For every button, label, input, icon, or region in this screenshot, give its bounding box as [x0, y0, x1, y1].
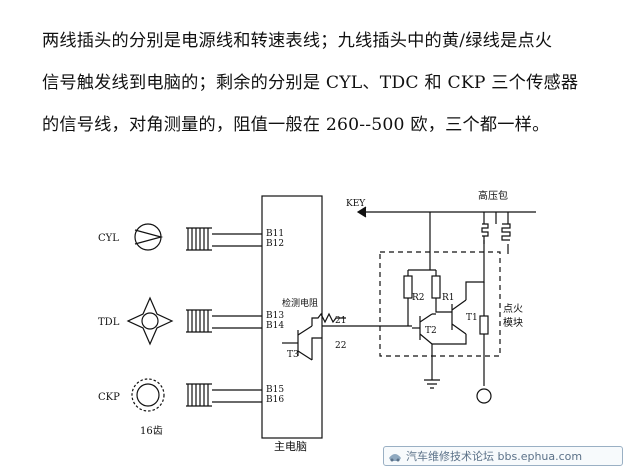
t3-transistor: [282, 325, 313, 361]
t1-transistor: [451, 299, 467, 335]
detection-resistor: [311, 312, 346, 326]
ckp-pickup-coil: [186, 383, 212, 407]
tdl-pickup-coil: [186, 309, 212, 333]
tdl-label: TDL: [98, 317, 120, 328]
t2-transistor: [412, 313, 433, 345]
pin-b13-label: B13: [266, 311, 284, 321]
forum-logo-icon: [389, 454, 401, 462]
ignition-coil-symbol: [481, 212, 511, 254]
cyl-pickup-coil: [186, 227, 212, 251]
pin-22-label: 22: [335, 341, 346, 351]
ckp-signal-wires: [212, 389, 262, 403]
t2-label: T2: [425, 326, 437, 336]
pin-21-label: 21: [335, 316, 346, 326]
r1-resistor: [431, 275, 441, 299]
cyl-label: CYL: [98, 233, 119, 244]
coil-label: 高压包: [478, 189, 508, 202]
pin-b12-label: B12: [266, 239, 284, 249]
pin-b16-label: B16: [266, 395, 284, 405]
r1-label: R1: [442, 293, 455, 303]
ignition-module-label-line1: 点火: [503, 303, 523, 315]
forum-watermark: 汽车维修技术论坛 bbs.ephua.com: [383, 446, 623, 466]
pin-b15-label: B15: [266, 385, 284, 395]
detection-resistor-label: 检测电阻: [282, 297, 318, 309]
t3-label: T3: [287, 350, 299, 360]
ecu-label: 主电脑: [274, 440, 307, 453]
module-output-resistor: [479, 315, 489, 335]
ckp-sensor-symbol: [131, 378, 165, 412]
key-label: KEY: [346, 199, 366, 209]
paragraph-line-3: 的信号线，对角测量的，阻值一般在 260--500 欧，三个都一样。: [42, 115, 550, 135]
r2-resistor: [403, 275, 413, 299]
t1-label: T1: [466, 313, 478, 323]
ground-ref-wire: [311, 337, 322, 360]
paragraph-line-2: 信号触发线到电脑的；剩余的分别是 CYL、TDC 和 CKP 三个传感器: [42, 73, 579, 93]
tdl-signal-wires: [212, 315, 262, 329]
spark-plug-symbol: [476, 388, 492, 404]
cyl-signal-wires: [212, 233, 262, 247]
module-ground-symbol: [424, 372, 440, 389]
ckp-label: CKP: [98, 392, 120, 403]
teeth-label: 16齿: [140, 425, 163, 437]
tdl-sensor-symbol: [126, 296, 174, 346]
ignition-module-box: [379, 251, 501, 357]
r2-label: R2: [412, 293, 425, 303]
cyl-sensor-symbol: [134, 223, 164, 251]
watermark-text: 汽车维修技术论坛 bbs.ephua.com: [406, 450, 583, 463]
pin-b14-label: B14: [266, 321, 284, 331]
description-paragraph: 两线插头的分别是电源线和转速表线；九线插头中的黄/绿线是点火 信号触发线到电脑的…: [42, 20, 627, 146]
paragraph-line-1: 两线插头的分别是电源线和转速表线；九线插头中的黄/绿线是点火: [42, 31, 553, 51]
ignition-module-label-line2: 模块: [503, 317, 523, 329]
pin-b11-label: B11: [266, 229, 284, 239]
